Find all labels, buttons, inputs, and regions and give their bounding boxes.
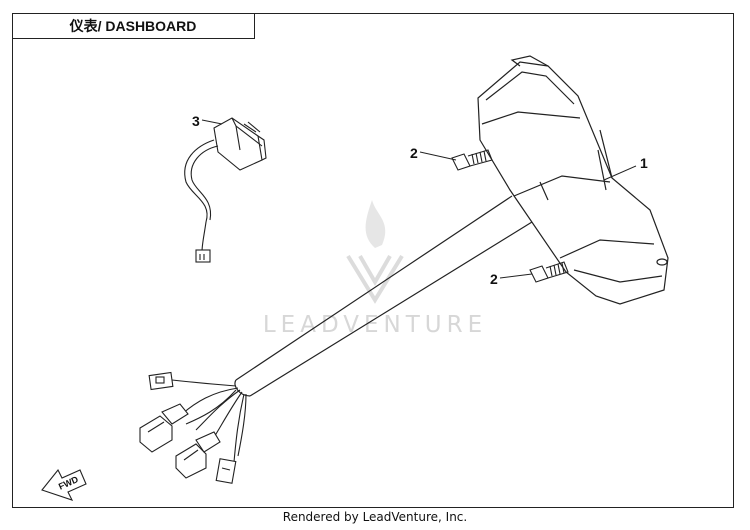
callout-2-upper: 2 [410, 145, 418, 161]
callout-1: 1 [640, 155, 648, 171]
watermark: LEADVENTURE [262, 312, 488, 338]
callout-leaders [201, 119, 637, 279]
footer-credit: Rendered by LeadVenture, Inc. [282, 510, 468, 524]
sensor-part-3 [184, 117, 267, 263]
diagram-title: 仪表/ DASHBOARD [12, 13, 255, 39]
callout-2-lower: 2 [490, 271, 498, 287]
fwd-arrow-icon: FWD [41, 468, 87, 501]
wire-harness [171, 379, 247, 463]
screw-part-2-lower [529, 261, 569, 283]
screw-part-2-upper [451, 149, 493, 171]
harness-connectors [139, 371, 237, 484]
drawing-frame [12, 13, 734, 508]
dashboard-instrument-part-1 [477, 55, 669, 305]
dashboard-mount-tube [234, 195, 533, 397]
watermark-logo [346, 200, 404, 304]
callout-3: 3 [192, 113, 200, 129]
